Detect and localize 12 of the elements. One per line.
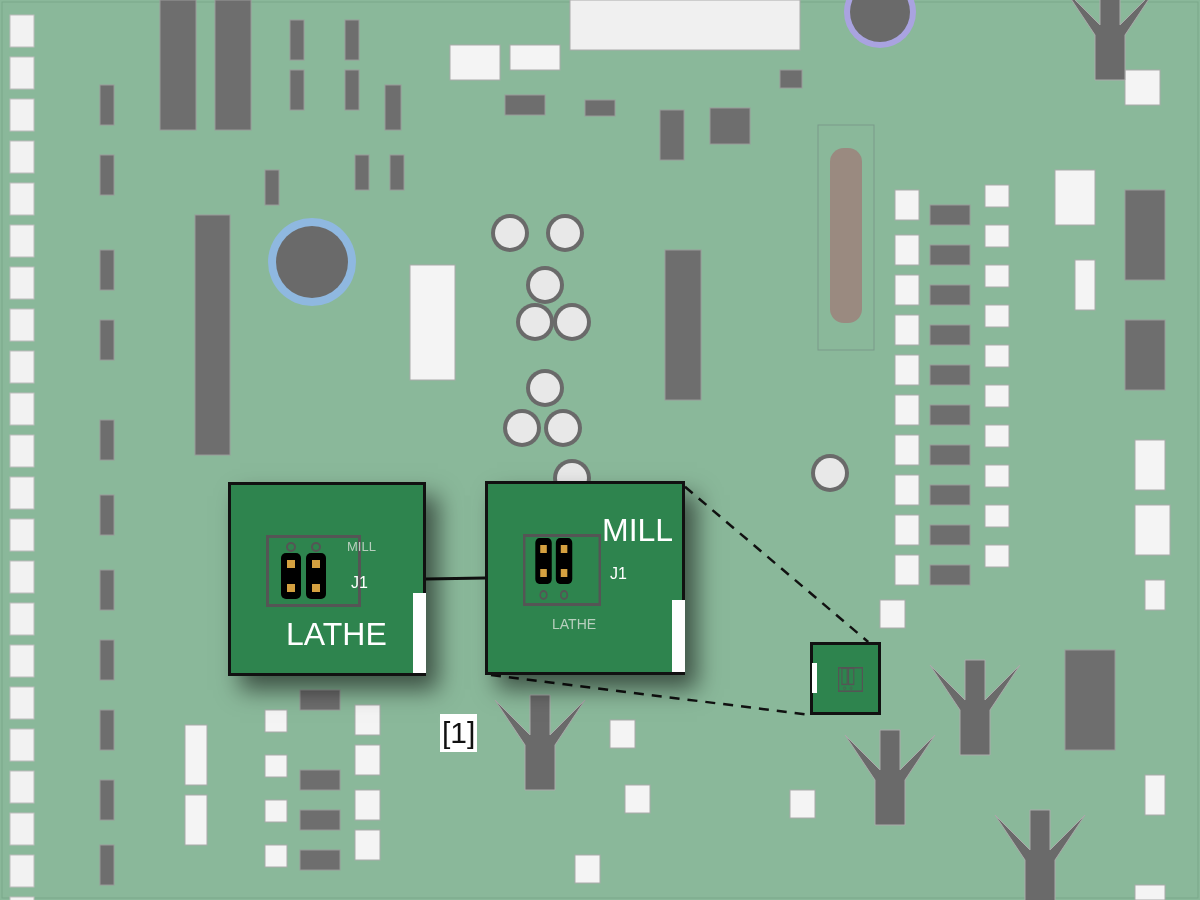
jumper-label: J1 (610, 566, 627, 582)
zoom-guide-line (684, 485, 870, 643)
setting-label: LATHE (286, 618, 387, 650)
jumper-label: LATHE (552, 617, 597, 631)
callout-number: [1] (440, 714, 478, 752)
jumper-location-board (810, 642, 881, 715)
magnified-board-inset (485, 481, 685, 675)
magnified-board-inset (228, 482, 426, 676)
connector-line (425, 576, 486, 581)
jumper-label: J1 (351, 575, 368, 591)
setting-label: MILL (602, 514, 674, 546)
jumper-label: MILL (347, 540, 376, 553)
